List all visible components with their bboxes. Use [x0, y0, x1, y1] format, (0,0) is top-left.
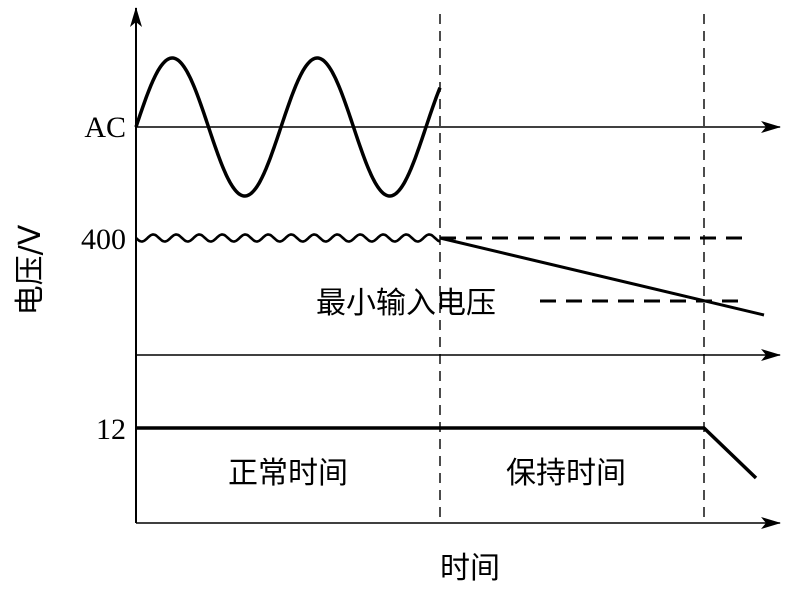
ac-label: AC: [84, 111, 126, 144]
hold-time-label: 保持时间: [506, 456, 626, 491]
400-label: 400: [81, 223, 126, 256]
y-axis-label: 电压/V: [13, 224, 48, 315]
12-label: 12: [96, 413, 126, 446]
dc-bus-ripple-wave: [135, 233, 441, 243]
normal-time-label: 正常时间: [228, 456, 348, 491]
min-input-voltage-label: 最小输入电压: [316, 286, 496, 321]
output-12v-line: [136, 426, 758, 480]
ac-sine-wave: [134, 56, 442, 198]
x-axis-label: 时间: [440, 551, 500, 586]
